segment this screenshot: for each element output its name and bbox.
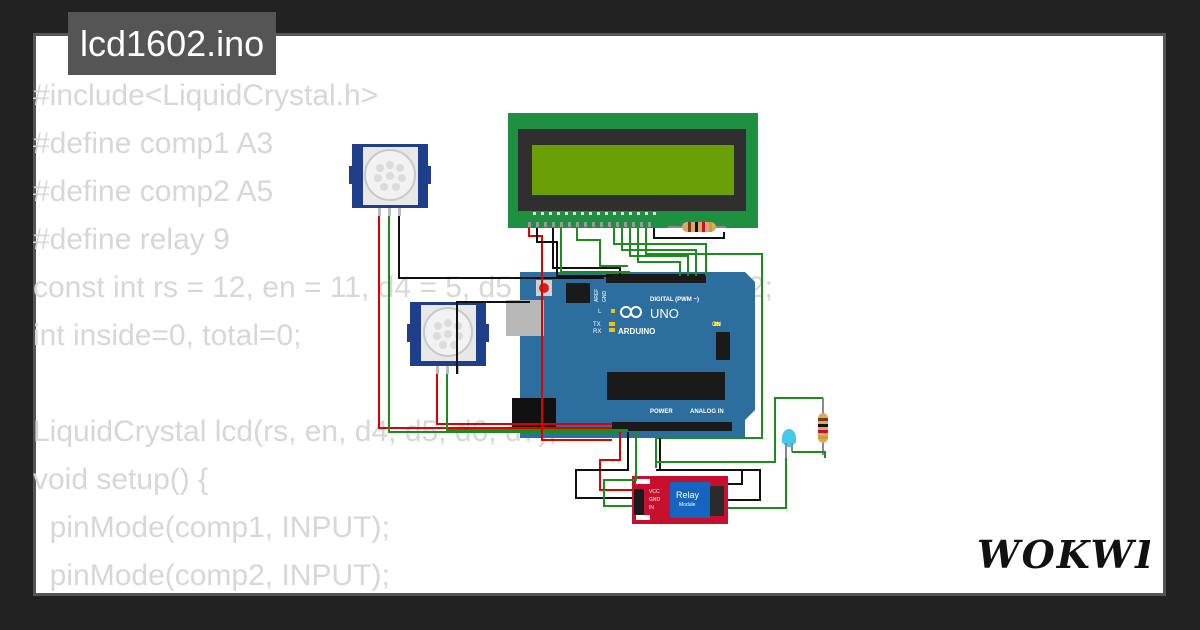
wokwi-logo: WOKWI [977, 532, 1150, 577]
code-line: #define relay 9 [33, 223, 230, 256]
relay-in-label: IN [649, 505, 654, 511]
tx-label: TX [593, 322, 601, 328]
code-line: #define comp2 A5 [33, 175, 274, 208]
arduino-brand: ARDUINO [618, 327, 655, 336]
led [782, 429, 796, 458]
analog-label: ANALOG IN [690, 409, 724, 415]
code-listing: #include<LiquidCrystal.h> #define comp1 A… [33, 72, 773, 600]
code-line: #include<LiquidCrystal.h> [33, 79, 379, 112]
relay-label: Relay [676, 490, 700, 500]
pir-sensor-1 [349, 144, 431, 216]
code-line: #define comp1 A3 [33, 127, 274, 160]
relay-vcc-label: VCC [649, 489, 660, 495]
code-line: pinMode(comp2, INPUT); [33, 559, 390, 592]
power-label: POWER [650, 409, 673, 415]
arduino-uno-board: ARDUINO UNO DIGITAL (PWM ~) POWER ANALOG… [506, 272, 755, 438]
l-label: L [598, 309, 602, 315]
rx-label: RX [593, 329, 601, 335]
relay-module: Relay Module VCC GND IN [632, 476, 728, 524]
relay-sublabel: Module [679, 502, 696, 508]
code-line: int inside=0, total=0; [33, 319, 302, 352]
arduino-model: UNO [650, 306, 679, 321]
led-resistor [818, 398, 828, 455]
file-title: lcd1602.ino [68, 12, 277, 75]
pir-sensor-2 [407, 302, 489, 374]
lcd-resistor [668, 222, 726, 232]
code-line: void setup() { [33, 463, 209, 496]
on-label: ON [712, 322, 721, 328]
wokwi-logo-text: WOKWI [977, 532, 1150, 577]
gnd-label: GND [602, 291, 608, 303]
wires [378, 216, 826, 509]
relay-gnd-label: GND [649, 497, 661, 503]
lcd-display [508, 113, 758, 228]
code-line: pinMode(comp1, INPUT); [33, 511, 390, 544]
aref-label: AREF [594, 289, 600, 302]
digital-label: DIGITAL (PWM ~) [650, 297, 699, 303]
